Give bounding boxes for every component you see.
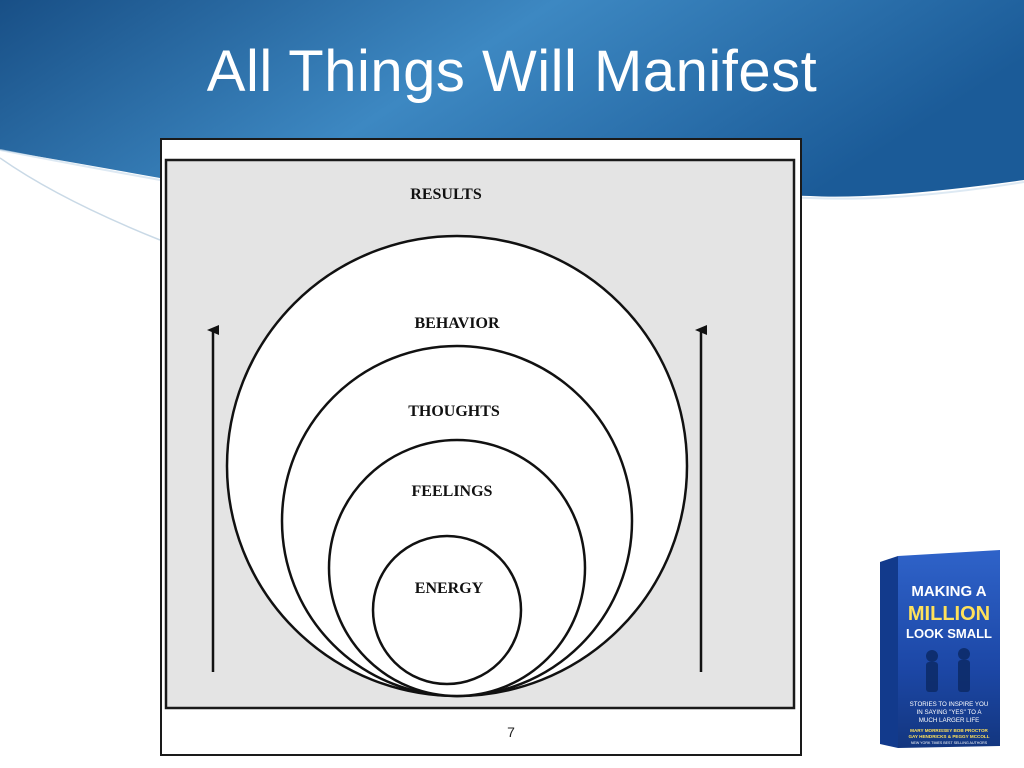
book-title-line-3: LOOK SMALL [906, 626, 992, 641]
book-credit: NEW YORK TIMES BEST SELLING AUTHORS [911, 741, 988, 745]
book-authors-line-2: GAY HENDRICKS & PEGGY MCCOLL [908, 734, 989, 739]
book-subtitle-line-2: IN SAYING "YES" TO A [917, 709, 983, 716]
book-front [898, 550, 1000, 748]
book-silhouettes [926, 648, 970, 692]
book-title-line-1: MAKING A [911, 583, 986, 600]
book-authors-line-1: MARY MORRISSEY BOB PROCTOR [910, 728, 988, 733]
book-cover-image: MAKING A MILLION LOOK SMALL STORIES TO I… [880, 550, 1000, 748]
header-swoosh-highlight [0, 149, 1024, 200]
label-energy: ENERGY [415, 580, 484, 597]
label-thoughts: THOUGHTS [408, 403, 500, 420]
label-behavior: BEHAVIOR [414, 315, 500, 332]
book-title-line-2: MILLION [908, 603, 990, 625]
book-subtitle-line-1: STORIES TO INSPIRE YOU [910, 701, 989, 708]
label-results: RESULTS [410, 186, 482, 203]
slide-title: All Things Will Manifest [206, 39, 818, 104]
label-feelings: FEELINGS [412, 483, 493, 500]
page-number: 7 [507, 724, 515, 740]
swoosh-line [0, 157, 161, 241]
circle-energy [371, 534, 523, 686]
book-spine [880, 556, 898, 748]
book-subtitle-line-3: MUCH LARGER LIFE [919, 717, 980, 724]
